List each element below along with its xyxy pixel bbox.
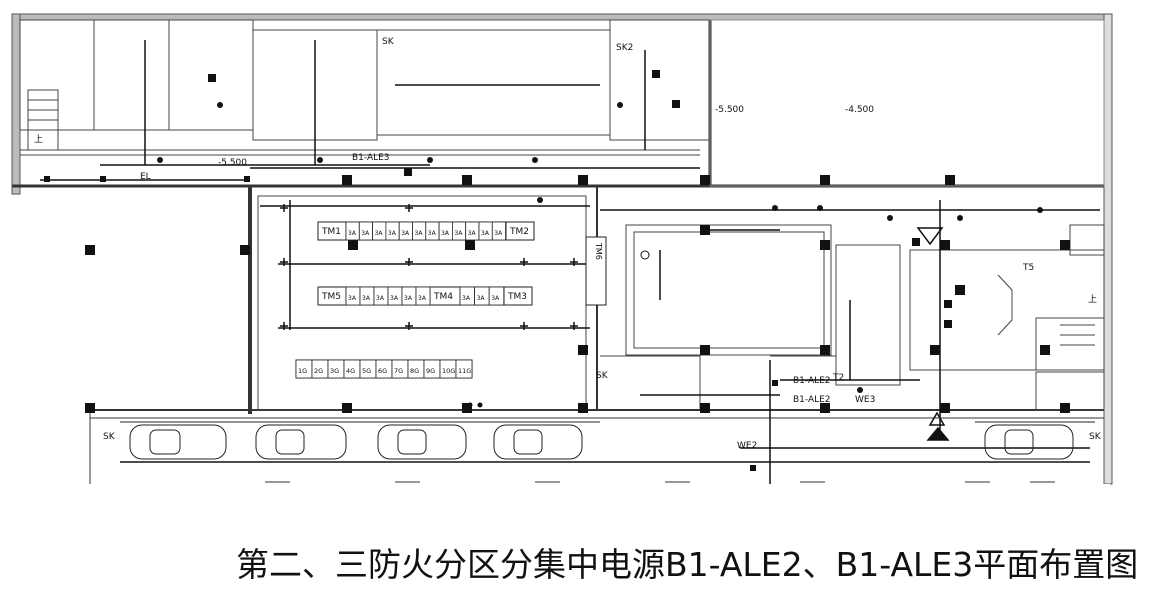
parking-cars	[120, 421, 1095, 460]
label-sk-3: SK	[1089, 432, 1102, 442]
panel-cell-label: 3A	[361, 230, 370, 237]
panel-cell-label: 3A	[404, 295, 413, 302]
panel-cell-label: 3A	[390, 295, 399, 302]
label-up-1: 上	[34, 134, 43, 145]
label-we2: WE2	[737, 441, 757, 451]
panel-cell-label: 3A	[415, 230, 424, 237]
label-sk-top: SK	[382, 37, 395, 47]
plan-labels: B1-ALE3 B1-ALE2 B1-ALE2 WE2 WE3 EL SK SK…	[34, 37, 1102, 451]
label-we3: WE3	[855, 395, 875, 405]
tm-row-1-cells: 3A 3A 3A 3A 3A 3A 3A 3A 3A 3A 3A 3A	[345, 221, 506, 241]
label-tm2: TM2	[509, 227, 529, 237]
label-ale2-b: B1-ALE2	[793, 395, 831, 405]
panel-cell-label: 3A	[477, 295, 486, 302]
figure-caption: 第二、三防火分区分集中电源B1-ALE2、B1-ALE3平面布置图	[236, 545, 1139, 584]
tm6-box	[585, 236, 607, 306]
top-rooms	[19, 19, 1105, 187]
panel-cell-label: 6G	[378, 367, 387, 375]
panel-cell-label: 3A	[494, 230, 503, 237]
panel-cell	[491, 221, 506, 241]
panel-cell-label: 3A	[375, 230, 384, 237]
panel-cell-label: 8G	[410, 367, 419, 375]
label-tm1: TM1	[321, 227, 341, 237]
panel-cell-label: 11G	[458, 367, 471, 375]
panel-cell	[488, 286, 505, 306]
floor-plan-drawing: B1-ALE3 B1-ALE2 B1-ALE2 WE2 WE3 EL SK SK…	[11, 13, 1113, 485]
panel-cell-label: 5G	[362, 367, 371, 375]
label-level-3: -5.500	[218, 158, 247, 168]
panel-cell-label: 3A	[428, 230, 437, 237]
panel-cell-label: 4G	[346, 367, 355, 375]
panel-cell-label: 10G	[442, 367, 455, 375]
panel-cell-label: 3A	[481, 230, 490, 237]
panel-cell-label: 9G	[426, 367, 435, 375]
panel-cell-label: 3A	[388, 230, 397, 237]
label-level-1: -5.500	[715, 105, 744, 115]
panel-cell-label: 3G	[330, 367, 339, 375]
panel-cell-label: 3A	[401, 230, 410, 237]
panel-cell-label: 3A	[468, 230, 477, 237]
panel-cell-label: 7G	[394, 367, 403, 375]
label-tm5: TM5	[321, 292, 341, 302]
inner-rooms	[257, 195, 1105, 411]
label-tm4: TM4	[433, 292, 453, 302]
panel-cell-label: 1G	[298, 367, 307, 375]
tm-row-2-cells: 3A 3A 3A 3A 3A 3A 3A 3A 3A	[345, 286, 505, 306]
panel-cell-label: 3A	[418, 295, 427, 302]
label-sk2-top: SK2	[616, 43, 633, 53]
panel-cell	[455, 359, 473, 379]
panel-cell	[415, 286, 431, 306]
panel-cell-label: 3A	[491, 295, 500, 302]
label-tm3: TM3	[507, 292, 527, 302]
columns	[85, 175, 1070, 413]
label-ale3: B1-ALE3	[352, 153, 390, 163]
conduit-lines	[40, 40, 1100, 484]
panel-cell-label: 3A	[441, 230, 450, 237]
panel-cell-label: 3A	[348, 230, 357, 237]
stair-right	[997, 274, 1095, 346]
cross-markers	[280, 204, 578, 330]
panel-cell-label: 3A	[362, 295, 371, 302]
tm6-label-group: TM6	[594, 242, 603, 260]
panel-cell-label: 2G	[314, 367, 323, 375]
label-t5: T5	[1022, 263, 1034, 273]
label-sk-1: SK	[103, 432, 116, 442]
panel-cell-label: 3A	[454, 230, 463, 237]
fixtures	[44, 70, 1043, 471]
panel-cell-label: 3A	[462, 295, 471, 302]
label-up-2: 上	[1088, 294, 1097, 305]
panel-cell-label: 3A	[348, 295, 357, 302]
label-t2: T2	[832, 373, 844, 383]
label-el: EL	[140, 172, 151, 182]
label-level-2: -4.500	[845, 105, 874, 115]
panel-cell-label: 3A	[376, 295, 385, 302]
label-ale2-a: B1-ALE2	[793, 376, 831, 386]
distribution-symbols	[916, 227, 950, 441]
label-tm6: TM6	[594, 242, 603, 260]
label-sk-2: SK	[596, 371, 609, 381]
